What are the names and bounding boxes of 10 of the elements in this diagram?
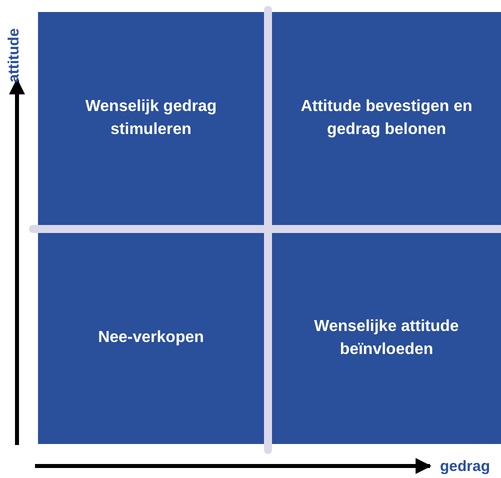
quadrant-label: Wenselijke attitude beïnvloeden [313,317,460,360]
quadrant-panel [272,233,501,444]
quadrant-panel [38,233,264,444]
quadrant-panel [272,12,501,225]
quadrant-panel [38,12,264,225]
quadrant-label: Wenselijk gedrag stimuleren [84,97,218,140]
axis-label: gedrag [440,458,490,475]
quadrant-label: Nee-verkopen [98,328,204,348]
axis-label: attitude [6,27,22,82]
quadrant-label: Attitude bevestigen en gedrag belonen [300,97,474,140]
